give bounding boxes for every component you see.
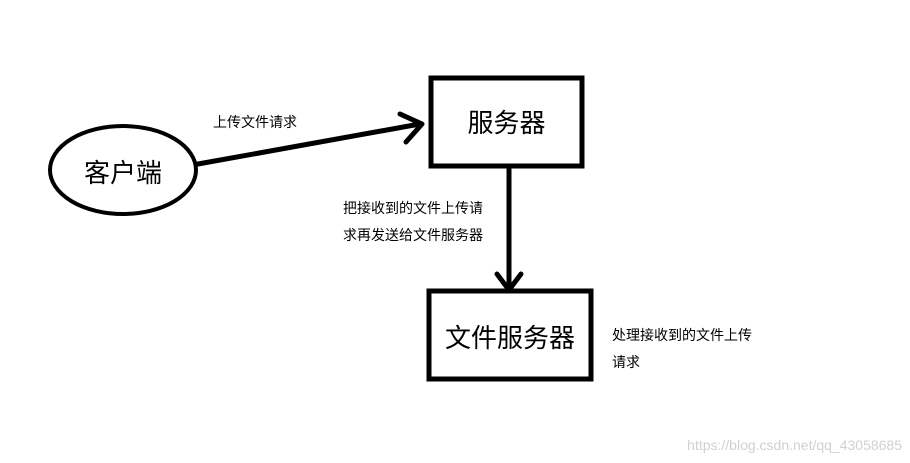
- file-server-note-line-1: 处理接收到的文件上传: [612, 328, 752, 344]
- server-to-file-server-arrowhead: [494, 271, 524, 293]
- server-to-file-server-edge-label-line-2: 求再发送给文件服务器: [343, 228, 483, 244]
- file-server-note-line-2: 请求: [612, 355, 640, 371]
- server-node-shape: [428, 75, 585, 169]
- client-to-server-arrow-shaft: [195, 121, 423, 167]
- server-node-label: 服务器: [467, 108, 546, 139]
- client-to-server-arrowhead: [397, 111, 425, 145]
- file-server-node-label: 文件服务器: [444, 323, 575, 354]
- watermark-text: https://blog.csdn.net/qq_43058685: [687, 437, 902, 453]
- client-node-label: 客户端: [83, 158, 162, 189]
- client-to-server-edge-label: 上传文件请求: [213, 115, 297, 131]
- client-node-shape: [48, 124, 198, 216]
- server-to-file-server-edge-label-line-1: 把接收到的文件上传请: [343, 201, 483, 217]
